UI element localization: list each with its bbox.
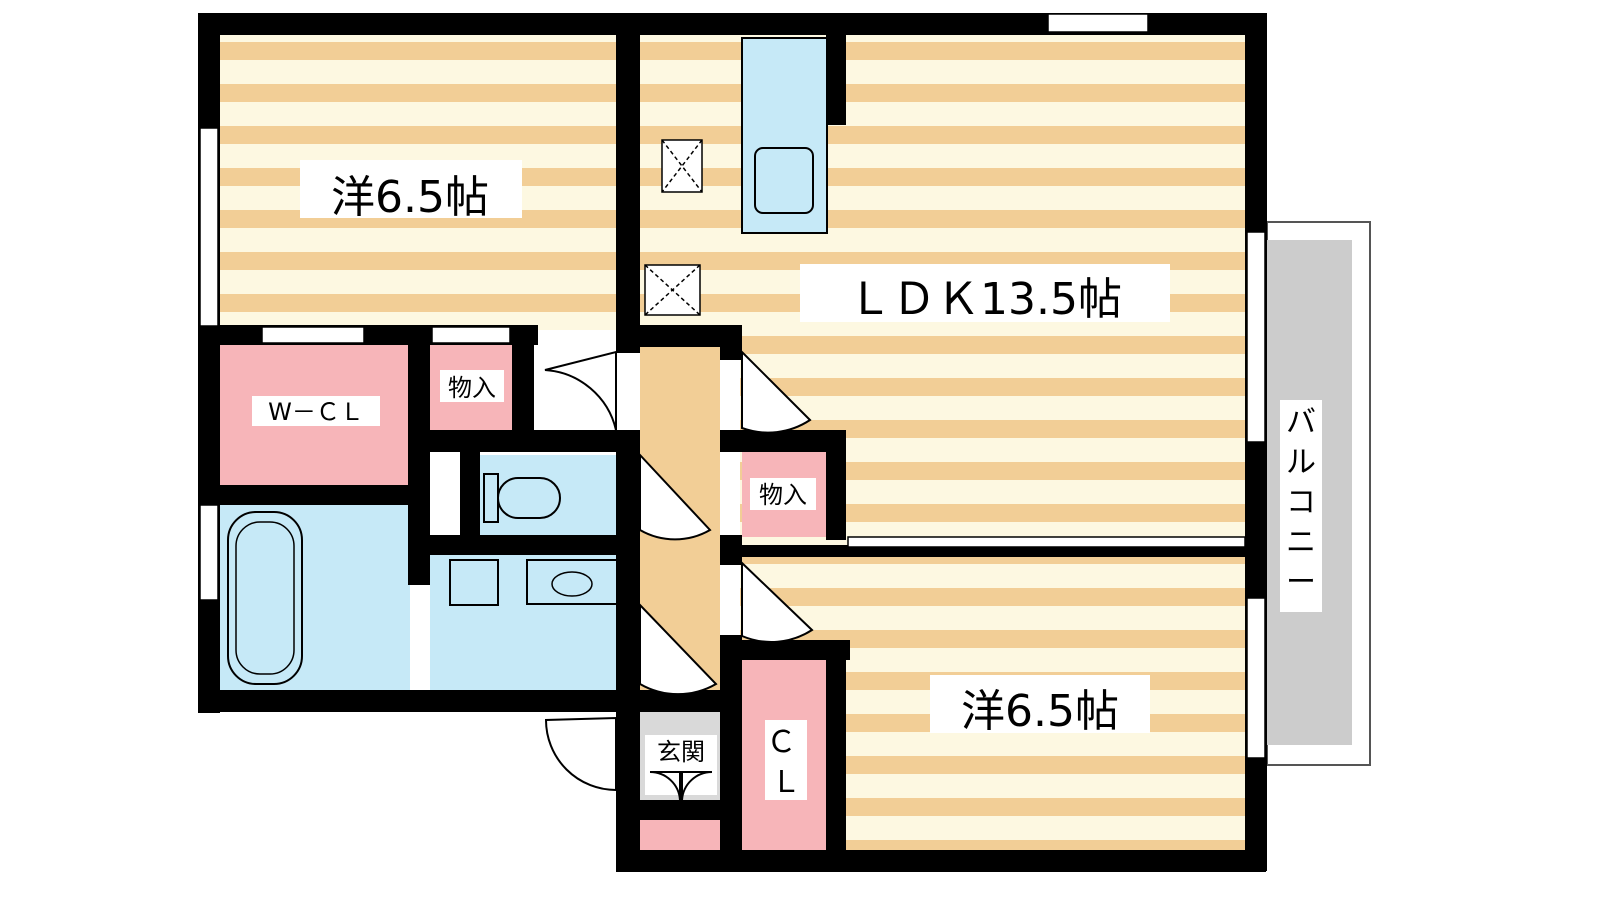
storage-north-label: 物入 bbox=[448, 374, 496, 402]
ldk-label: ＬＤＫ13.5帖 bbox=[848, 274, 1122, 325]
western-room-north-label: 洋6.5帖 bbox=[331, 172, 489, 223]
toilet-tank bbox=[483, 473, 499, 523]
western-room-south-label: 洋6.5帖 bbox=[961, 686, 1119, 737]
closet-label-line1: Ｃ bbox=[766, 725, 796, 760]
balcony-label-char: ニ bbox=[1286, 525, 1316, 560]
closet-label-line2: Ｌ bbox=[771, 765, 801, 800]
toilet-bowl bbox=[497, 477, 561, 519]
windows bbox=[199, 13, 1266, 759]
closet-label: Ｃ Ｌ bbox=[766, 725, 806, 800]
entrance-label: 玄関 bbox=[657, 738, 705, 766]
balcony-label: バルコニー bbox=[1286, 405, 1316, 600]
balcony-label-char: ー bbox=[1286, 565, 1316, 600]
balcony-label-char: バ bbox=[1286, 405, 1316, 440]
shoe-storage-floor bbox=[640, 820, 722, 850]
bathtub bbox=[227, 511, 303, 685]
sink-icon bbox=[754, 147, 814, 214]
door-swings bbox=[544, 349, 814, 801]
bathtub-inner bbox=[235, 521, 295, 675]
balcony-label-char: ル bbox=[1286, 445, 1316, 480]
balcony-label-char: コ bbox=[1286, 485, 1316, 520]
vent-marks bbox=[644, 139, 703, 316]
storage-ldk-label: 物入 bbox=[759, 481, 807, 509]
wcl-label: W－ＣＬ bbox=[268, 398, 364, 426]
washbasin-bowl bbox=[551, 571, 593, 597]
washing-machine bbox=[449, 559, 499, 606]
